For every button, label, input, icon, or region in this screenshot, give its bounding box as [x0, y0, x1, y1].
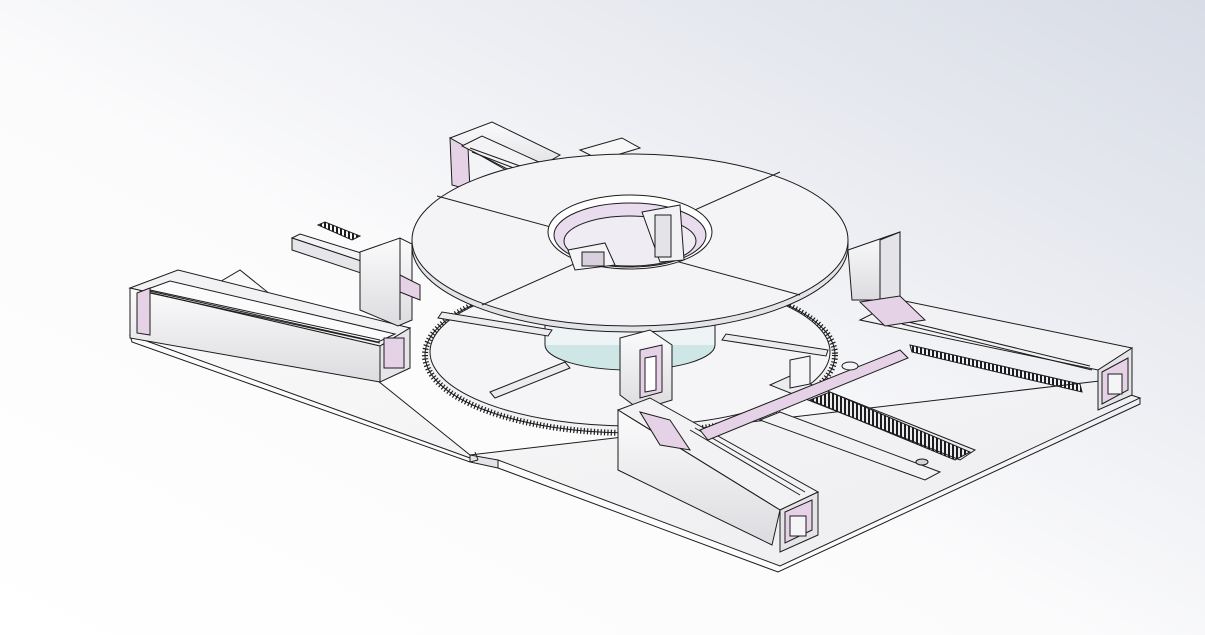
support-spokes[interactable]	[437, 311, 829, 399]
left-rack[interactable]	[290, 221, 421, 327]
left-arm[interactable]	[128, 269, 412, 383]
turntable-top[interactable]	[411, 153, 849, 333]
front-bracket[interactable]	[619, 329, 673, 411]
front-right-rails[interactable]	[699, 349, 977, 481]
right-arm[interactable]	[847, 231, 1134, 411]
front-arm[interactable]	[616, 397, 820, 553]
